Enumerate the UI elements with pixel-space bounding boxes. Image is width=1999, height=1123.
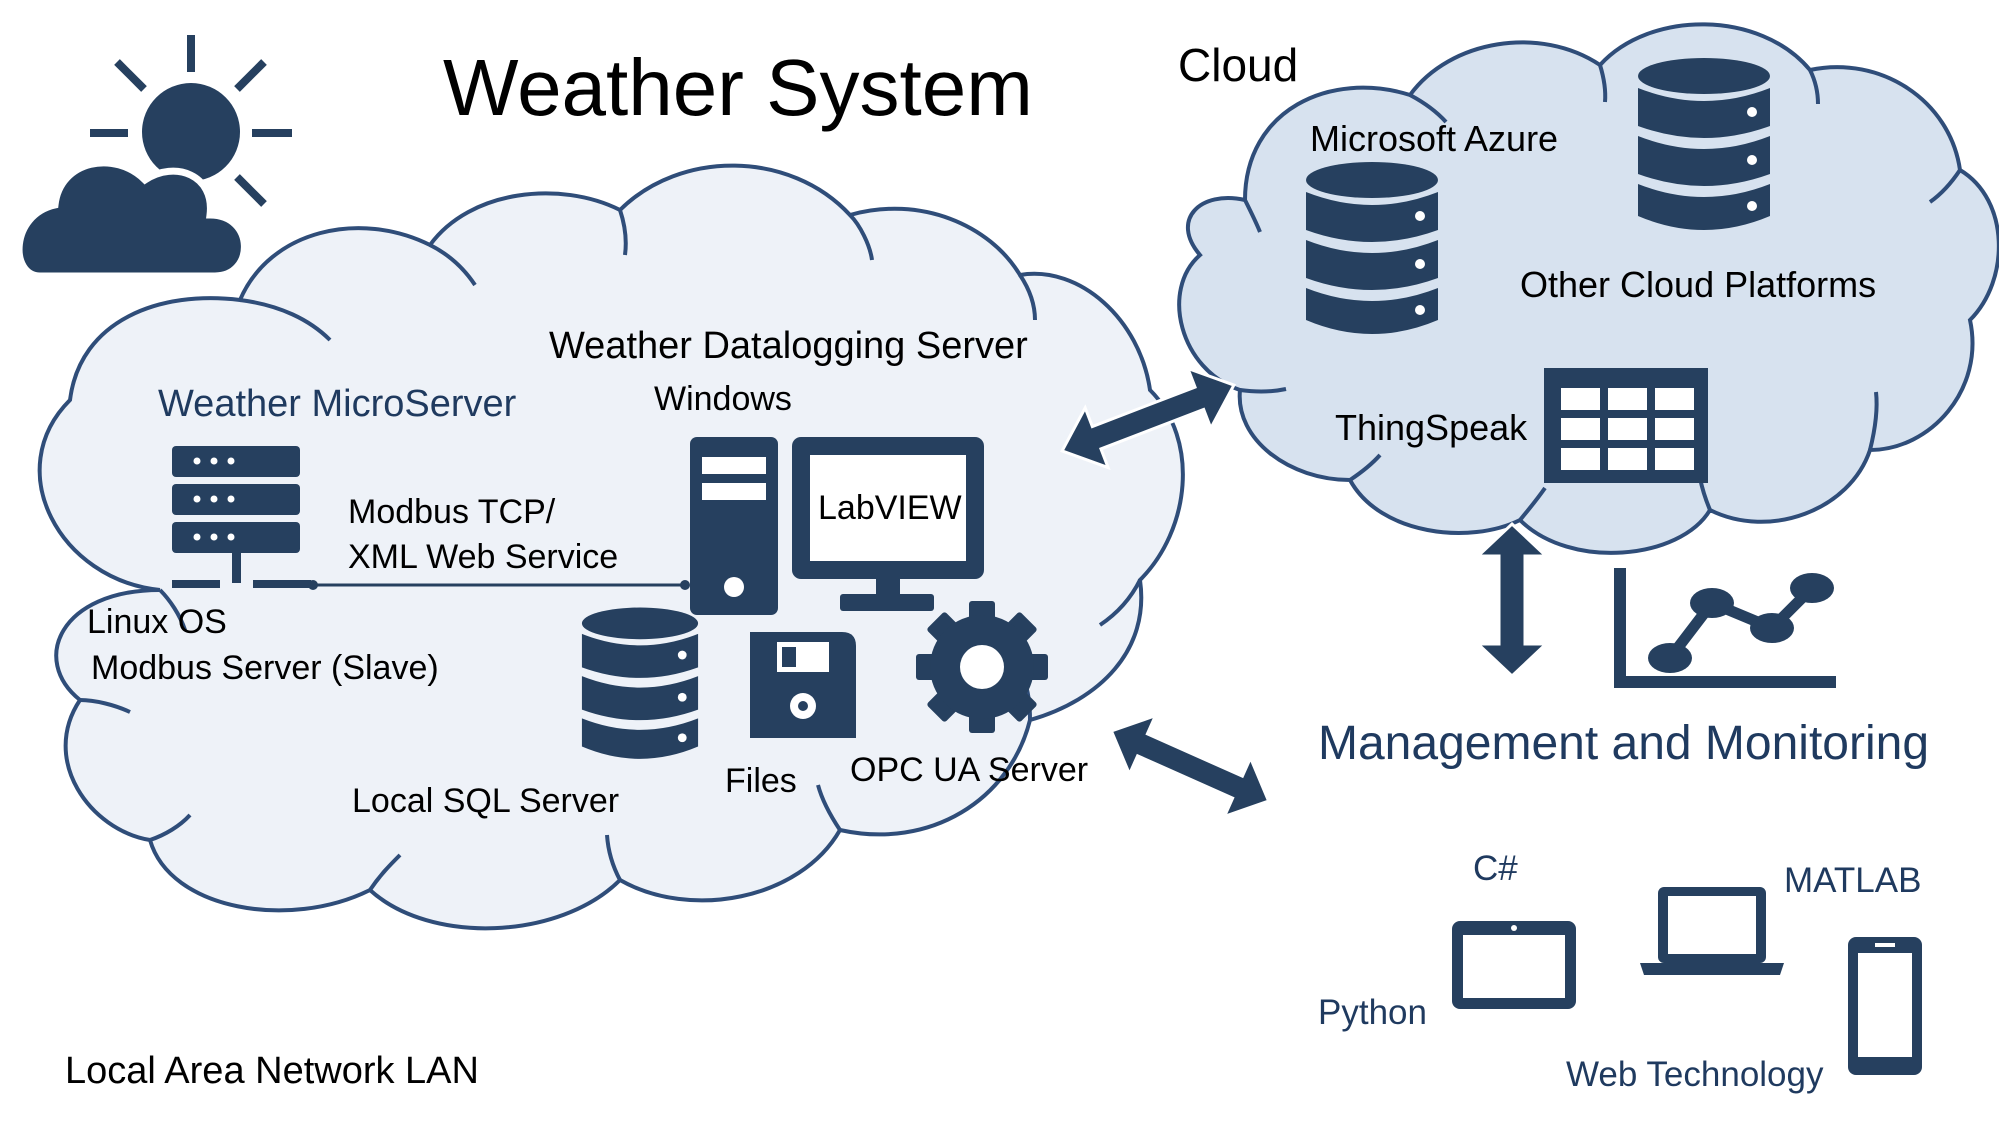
local-sql-label: Local SQL Server — [352, 782, 620, 820]
tool-label-web: Web Technology — [1566, 1055, 1824, 1094]
lan-cloud-shape — [37, 163, 1185, 931]
laptop-icon — [1640, 887, 1784, 975]
cloud-label: Cloud — [1178, 39, 1299, 91]
gear-icon — [916, 601, 1048, 733]
cloud-platform-cloud — [1177, 22, 1999, 555]
platform-label-thingspeak: ThingSpeak — [1335, 407, 1528, 448]
opcua-label: OPC UA Server — [850, 751, 1089, 789]
desktop-tower-icon — [690, 437, 778, 615]
modbus-connection-line — [308, 580, 690, 590]
microserver-os: Linux OS — [87, 603, 227, 641]
tool-label-matlab: MATLAB — [1784, 861, 1922, 900]
link-label-line1: Modbus TCP/ — [348, 493, 556, 531]
tool-label-python: Python — [1318, 993, 1427, 1032]
table-grid-icon — [1544, 368, 1708, 483]
tablet-icon — [1452, 921, 1576, 1009]
labview-label: LabVIEW — [818, 489, 962, 527]
floppy-disk-icon — [750, 632, 856, 738]
cloud-platform-inner-curves — [1239, 64, 1962, 522]
monitor-icon — [792, 437, 984, 611]
management-title: Management and Monitoring — [1318, 717, 1930, 770]
microserver-title: Weather MicroServer — [158, 383, 517, 425]
server-rack-icon — [172, 446, 311, 588]
platform-label-other: Other Cloud Platforms — [1520, 264, 1877, 305]
link-label-line2: XML Web Service — [348, 538, 619, 576]
lan-caption: Local Area Network LAN — [65, 1050, 479, 1092]
datalogging-os: Windows — [654, 380, 792, 418]
tool-label-csharp: C# — [1473, 849, 1518, 888]
sun-cloud-icon — [15, 35, 292, 280]
line-chart-icon — [1614, 568, 1836, 688]
lan-cloud — [37, 163, 1185, 931]
microserver-role: Modbus Server (Slave) — [91, 649, 439, 687]
smartphone-icon — [1848, 937, 1922, 1075]
double-arrow-icon-cloud-mgmt — [1474, 521, 1550, 679]
platform-label-azure: Microsoft Azure — [1310, 118, 1559, 159]
datalogging-title: Weather Datalogging Server — [549, 325, 1028, 367]
files-label: Files — [725, 762, 797, 800]
double-arrow-icon-lan-cloud — [1059, 365, 1237, 471]
page-title: Weather System — [443, 43, 1033, 132]
cloud-platform-shape — [1177, 22, 1999, 555]
double-arrow-icon-lan-mgmt — [1109, 713, 1271, 819]
